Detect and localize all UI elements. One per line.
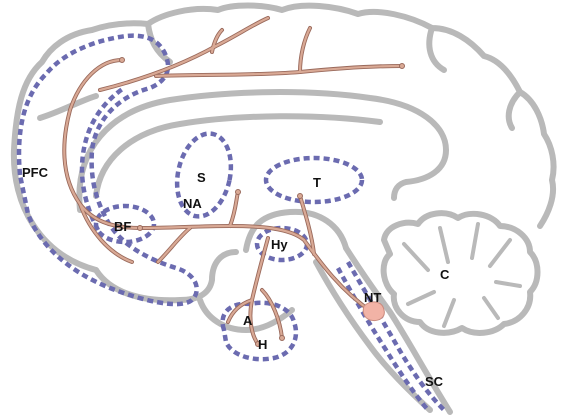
inner-curve (243, 208, 349, 253)
label-sc: SC (425, 374, 444, 389)
brainstem-front (313, 259, 433, 413)
temporal-outline (93, 249, 239, 304)
brainstem-back (343, 245, 453, 415)
label-c: C (440, 267, 450, 282)
sulcus-3 (426, 25, 447, 73)
labels: PFC S NA T BF Hy A H C NT SC (22, 165, 450, 389)
region-a-h (220, 300, 299, 362)
label-na: NA (183, 196, 202, 211)
pathways (62, 16, 405, 347)
brain-outline (10, 2, 557, 415)
label-t: T (313, 175, 321, 190)
pathway-fill (63, 16, 404, 346)
label-h: H (258, 337, 267, 352)
region-t (263, 155, 365, 205)
cortex-outline (10, 2, 557, 273)
label-hy: Hy (271, 237, 288, 252)
label-pfc: PFC (22, 165, 49, 180)
corpus-callosum (76, 89, 449, 213)
region-sc-2 (336, 266, 430, 412)
callosum-inner (93, 113, 383, 199)
label-s: S (197, 170, 206, 185)
label-nt: NT (364, 290, 381, 305)
cerebellum-outline (380, 210, 541, 336)
region-pfc-outline (16, 33, 199, 307)
region-pfc-inner (79, 86, 126, 232)
dotted-regions (16, 33, 446, 412)
region-s-na (174, 131, 234, 219)
label-bf: BF (114, 219, 131, 234)
sulcus-4 (505, 89, 523, 131)
label-a: A (243, 313, 253, 328)
pathway-terminals (119, 57, 405, 347)
region-sc (346, 260, 446, 412)
nt-nucleus (362, 301, 385, 321)
region-bf (93, 203, 157, 245)
cerebellum-folia (402, 222, 522, 328)
temporal-pole (197, 297, 295, 333)
